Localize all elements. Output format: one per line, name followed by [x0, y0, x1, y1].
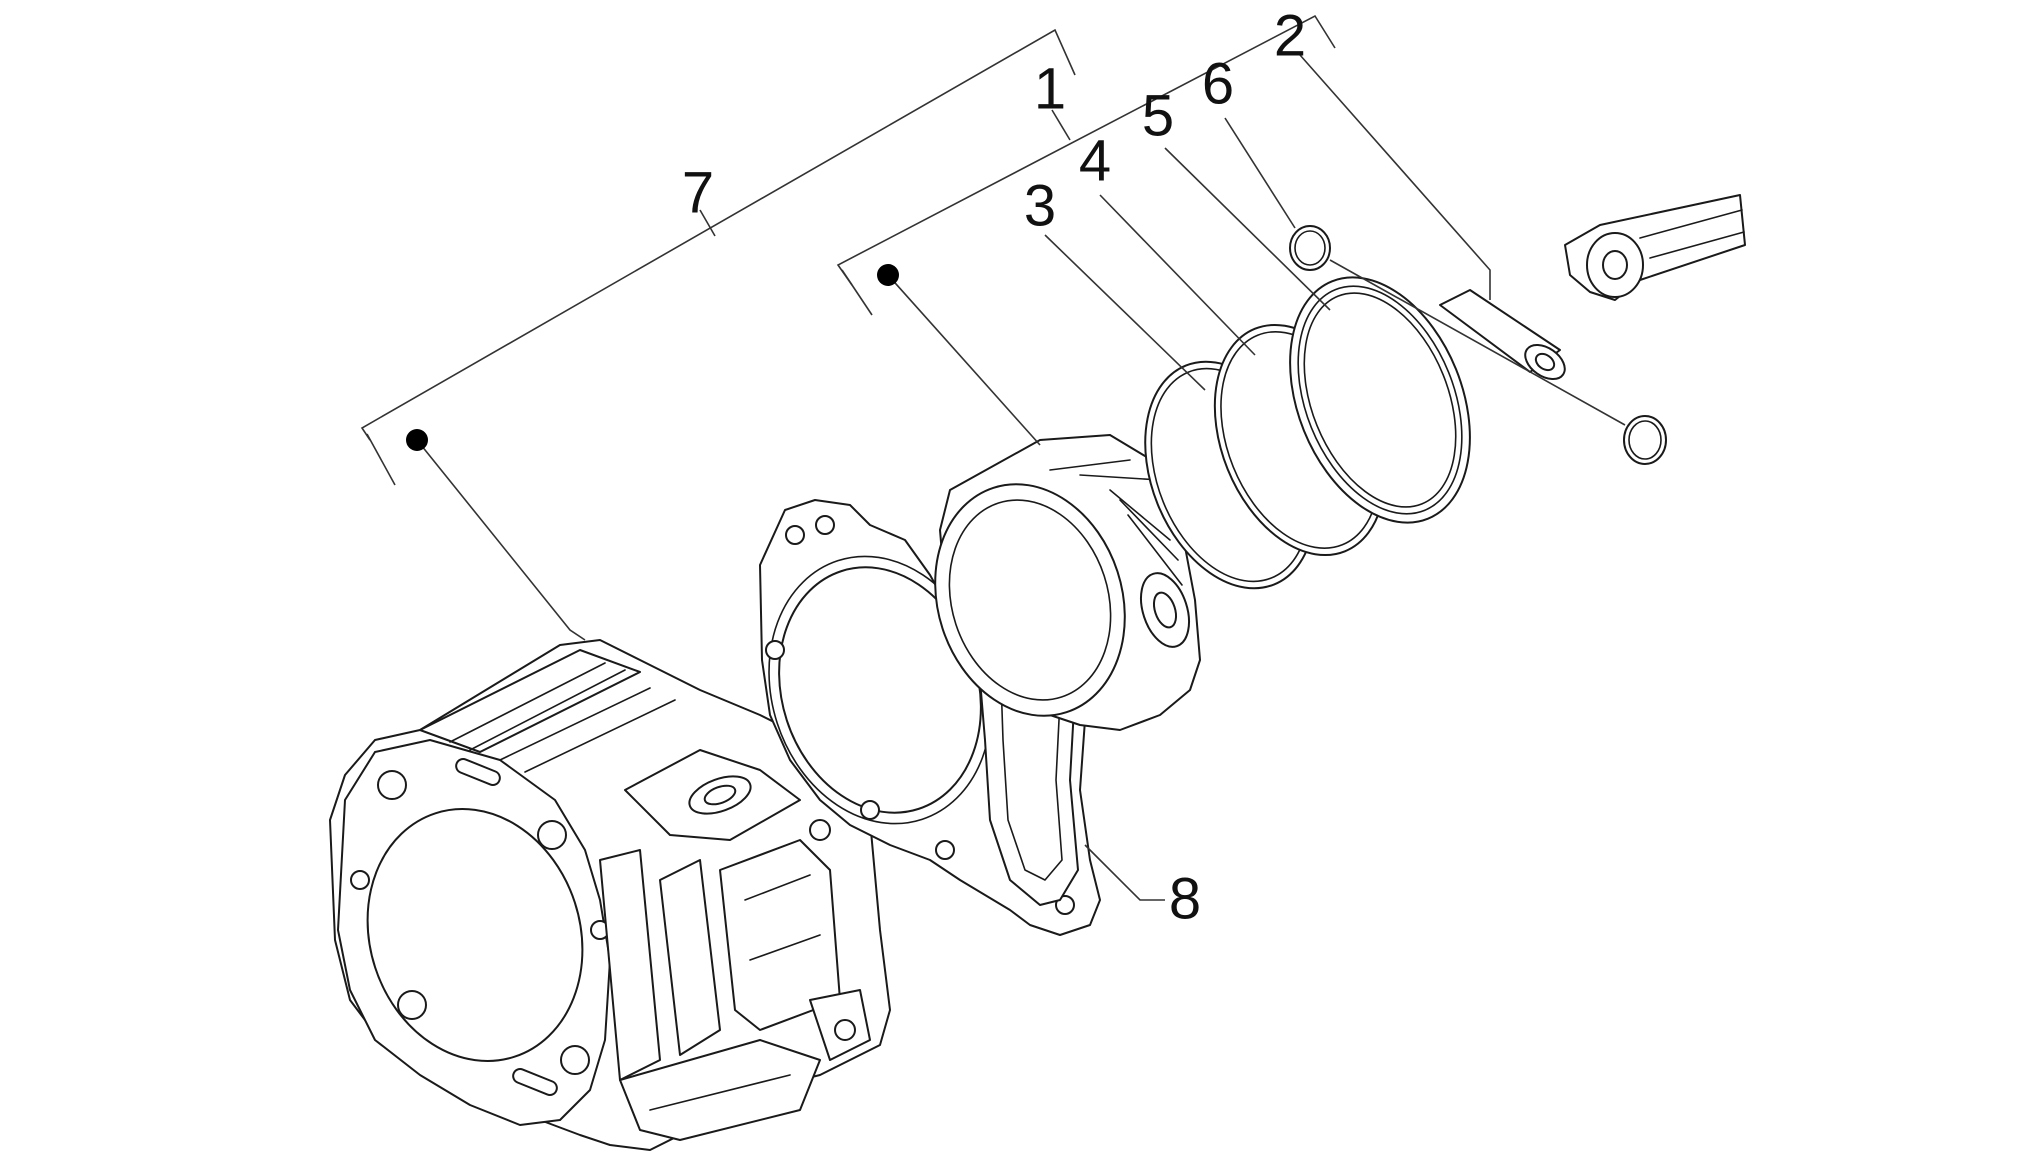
callout-2: 2: [1274, 3, 1306, 68]
piston-pin: [1439, 289, 1566, 381]
stud-hole: [397, 990, 427, 1020]
circlip: [1289, 225, 1331, 271]
bracket-7: [360, 28, 1076, 441]
kit-dot-1: [877, 264, 899, 286]
cylinder-block: [329, 639, 891, 1151]
piston-ring-5: [1289, 276, 1471, 524]
callout-3: 3: [1024, 173, 1056, 238]
stud-hole: [537, 820, 567, 850]
callout-1: 1: [1034, 56, 1066, 121]
callout-4: 4: [1079, 128, 1111, 193]
kit-dot-7: [406, 429, 428, 451]
piston: [934, 434, 1201, 731]
callout-7: 7: [682, 160, 714, 225]
leader-lines: [360, 14, 1626, 901]
stud-hole: [560, 1045, 590, 1075]
callout-8: 8: [1169, 866, 1201, 931]
callout-5: 5: [1142, 83, 1174, 148]
connecting-rod: [1564, 194, 1746, 301]
callout-6: 6: [1202, 51, 1234, 116]
circlip: [1623, 415, 1667, 465]
callout-labels: 1 2 3 4 5 6 7 8: [682, 3, 1306, 931]
stud-hole: [377, 770, 407, 800]
